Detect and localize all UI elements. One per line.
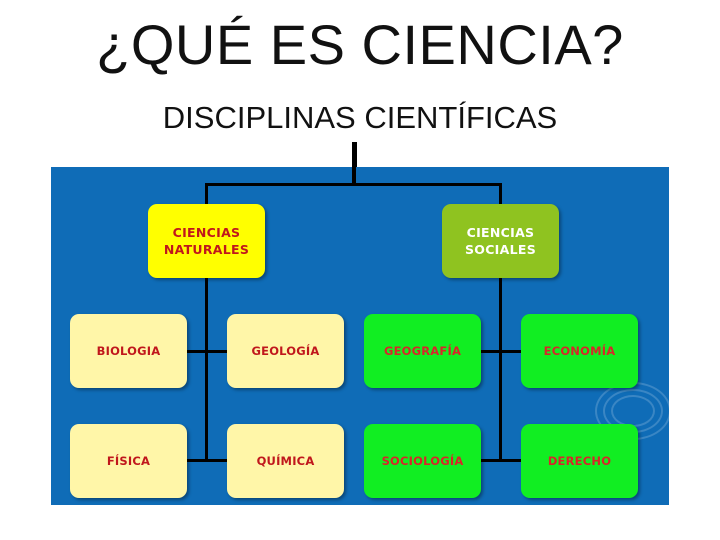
ciencias-naturales-line2: NATURALES [163, 242, 250, 257]
sociales-row2-link [480, 459, 522, 462]
sociales-trunk [499, 277, 502, 462]
geologia-node: GEOLOGÍA [227, 314, 344, 388]
ciencias-sociales-node: CIENCIAS SOCIALES [442, 204, 559, 278]
naturales-row2-link [187, 459, 229, 462]
geologia-label: GEOLOGÍA [251, 344, 320, 358]
root-stem [352, 167, 356, 186]
fisica-node: FÍSICA [70, 424, 187, 498]
ciencias-naturales-line1: CIENCIAS [172, 225, 241, 240]
ciencias-naturales-node: CIENCIAS NATURALES [148, 204, 265, 278]
branch-horizontal [205, 183, 501, 186]
economia-node: ECONOMÍA [521, 314, 638, 388]
sociales-row1-link [480, 350, 522, 353]
quimica-node: QUÍMICA [227, 424, 344, 498]
fisica-label: FÍSICA [106, 454, 151, 468]
quimica-label: QUÍMICA [256, 454, 315, 468]
economia-label: ECONOMÍA [543, 344, 616, 358]
geografia-label: GEOGRAFÍA [383, 344, 462, 358]
sociologia-label: SOCIOLOGÍA [381, 454, 464, 468]
ciencias-sociales-line2: SOCIALES [464, 242, 537, 257]
biologia-node: BIOLOGIA [70, 314, 187, 388]
page-title: ¿QUÉ ES CIENCIA? [96, 13, 624, 76]
naturales-trunk [205, 277, 208, 462]
ciencias-sociales-line1: CIENCIAS [466, 225, 535, 240]
page-subtitle: DISCIPLINAS CIENTÍFICAS [162, 100, 558, 135]
biologia-label: BIOLOGIA [96, 344, 161, 358]
diagram-panel: CIENCIAS NATURALES CIENCIAS SOCIALES BIO… [51, 167, 669, 505]
sociologia-node: SOCIOLOGÍA [364, 424, 481, 498]
sociales-drop [499, 183, 502, 205]
derecho-label: DERECHO [547, 454, 612, 468]
naturales-row1-link [187, 350, 229, 353]
derecho-node: DERECHO [521, 424, 638, 498]
root-connector [352, 142, 357, 186]
naturales-drop [205, 183, 208, 205]
geografia-node: GEOGRAFÍA [364, 314, 481, 388]
